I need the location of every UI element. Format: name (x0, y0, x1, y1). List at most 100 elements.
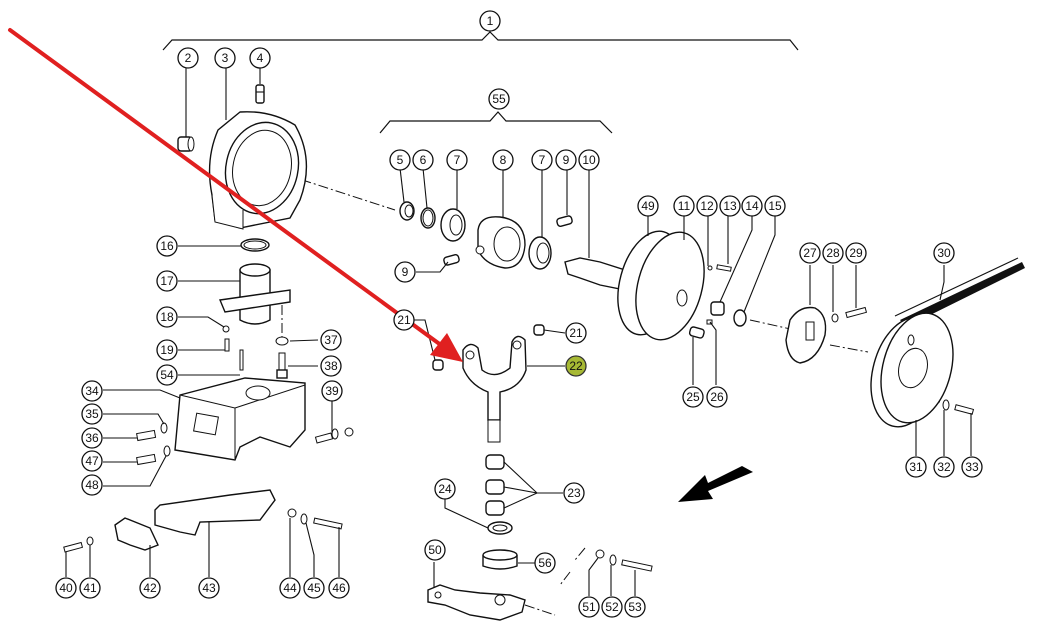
callout-9a[interactable]: 9 (555, 149, 577, 171)
callout-28[interactable]: 28 (822, 242, 844, 264)
part-bearing-7a (440, 208, 466, 242)
svg-text:56: 56 (538, 556, 552, 570)
callout-13[interactable]: 13 (719, 195, 741, 217)
callout-25[interactable]: 25 (682, 386, 704, 408)
svg-text:51: 51 (582, 600, 596, 614)
part-bolt-53 (621, 559, 653, 572)
svg-text:52: 52 (605, 600, 619, 614)
callout-7b[interactable]: 7 (531, 149, 553, 171)
svg-text:18: 18 (160, 310, 174, 324)
part-bracket-34 (174, 377, 306, 461)
callout-34[interactable]: 34 (81, 380, 103, 402)
part-bolt-13 (716, 264, 732, 272)
callout-51[interactable]: 51 (578, 596, 600, 618)
part-bolt-38 (276, 352, 288, 379)
part-washer-35 (160, 422, 168, 434)
svg-text:22: 22 (569, 359, 583, 373)
callout-5[interactable]: 5 (389, 149, 411, 171)
callout-16[interactable]: 16 (156, 235, 178, 257)
callout-31[interactable]: 31 (905, 456, 927, 478)
group-brace-55 (379, 111, 613, 134)
part-pin-9b (443, 254, 460, 266)
callout-41[interactable]: 41 (79, 577, 101, 599)
direction-arrow (678, 466, 753, 502)
callout-18[interactable]: 18 (156, 306, 178, 328)
svg-text:7: 7 (539, 153, 546, 167)
callout-7a[interactable]: 7 (446, 149, 468, 171)
part-washer-12 (707, 265, 713, 271)
callout-54[interactable]: 54 (156, 364, 178, 386)
callout-26[interactable]: 26 (706, 386, 728, 408)
callout-35[interactable]: 35 (81, 403, 103, 425)
svg-text:34: 34 (85, 384, 99, 398)
part-nut-51 (595, 549, 605, 559)
svg-text:32: 32 (937, 460, 951, 474)
callout-21b[interactable]: 21 (565, 322, 587, 344)
callout-53[interactable]: 53 (624, 596, 646, 618)
callout-29[interactable]: 29 (845, 242, 867, 264)
part-bolt-46 (313, 517, 343, 530)
part-screw-36 (136, 429, 157, 442)
callout-2[interactable]: 2 (177, 47, 199, 69)
callout-11[interactable]: 11 (673, 195, 695, 217)
callout-4[interactable]: 4 (249, 47, 271, 69)
part-hub-27 (785, 306, 827, 364)
svg-text:45: 45 (307, 581, 321, 595)
callout-15[interactable]: 15 (764, 195, 786, 217)
part-bushing-21b (533, 324, 545, 336)
part-housing (208, 111, 308, 230)
axis-flange-to-pulley (749, 319, 869, 353)
callout-49[interactable]: 49 (637, 195, 659, 217)
callout-50[interactable]: 50 (424, 539, 446, 561)
svg-text:14: 14 (745, 199, 759, 213)
callout-17[interactable]: 17 (156, 270, 178, 292)
part-needle-bearings-23 (485, 454, 505, 516)
callout-39[interactable]: 39 (321, 380, 343, 402)
callout-27[interactable]: 27 (799, 242, 821, 264)
callout-44[interactable]: 44 (279, 577, 301, 599)
callout-10[interactable]: 10 (578, 149, 600, 171)
callout-40[interactable]: 40 (55, 577, 77, 599)
callout-23[interactable]: 23 (563, 482, 585, 504)
callout-46[interactable]: 46 (328, 577, 350, 599)
callout-9b[interactable]: 9 (394, 261, 416, 283)
callout-24[interactable]: 24 (434, 478, 456, 500)
callout-32[interactable]: 32 (933, 456, 955, 478)
svg-text:39: 39 (325, 384, 339, 398)
callout-43[interactable]: 43 (198, 577, 220, 599)
callout-55[interactable]: 55 (488, 88, 510, 110)
part-needle-bearing-14 (710, 301, 725, 316)
svg-text:46: 46 (332, 581, 346, 595)
part-screw-19 (224, 338, 230, 352)
svg-text:19: 19 (160, 343, 174, 357)
svg-text:25: 25 (686, 390, 700, 404)
callout-30[interactable]: 30 (933, 242, 955, 264)
callout-56[interactable]: 56 (534, 552, 556, 574)
callout-8[interactable]: 8 (492, 149, 514, 171)
svg-text:33: 33 (965, 460, 979, 474)
part-washer-37 (275, 336, 289, 346)
callout-33[interactable]: 33 (961, 456, 983, 478)
callout-38[interactable]: 38 (320, 355, 342, 377)
callout-1[interactable]: 1 (479, 10, 501, 32)
callout-19[interactable]: 19 (156, 339, 178, 361)
callout-6[interactable]: 6 (412, 149, 434, 171)
callout-45[interactable]: 45 (303, 577, 325, 599)
callout-36[interactable]: 36 (81, 427, 103, 449)
callout-12[interactable]: 12 (696, 195, 718, 217)
svg-text:12: 12 (700, 199, 714, 213)
callout-47[interactable]: 47 (81, 450, 103, 472)
callout-48[interactable]: 48 (81, 474, 103, 496)
part-needle-bearing-2 (177, 136, 195, 152)
callout-37[interactable]: 37 (320, 329, 342, 351)
callout-52[interactable]: 52 (601, 596, 623, 618)
svg-text:24: 24 (438, 482, 452, 496)
svg-text:49: 49 (641, 199, 655, 213)
part-circlip-6 (420, 207, 436, 229)
callout-21a[interactable]: 21 (393, 309, 415, 331)
svg-text:8: 8 (500, 153, 507, 167)
callout-42[interactable]: 42 (139, 577, 161, 599)
callout-14[interactable]: 14 (741, 195, 763, 217)
callout-3[interactable]: 3 (214, 47, 236, 69)
callout-22-highlighted[interactable]: 22 (565, 355, 587, 377)
